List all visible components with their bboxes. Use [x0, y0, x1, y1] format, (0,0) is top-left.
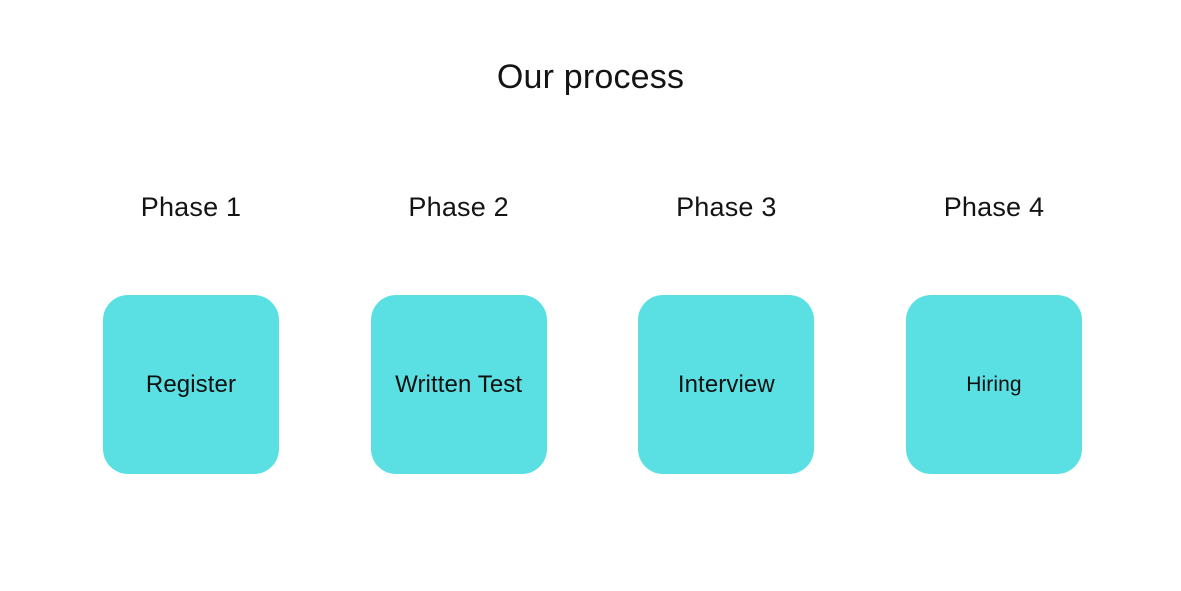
phase-column-3: Phase 3 Interview [638, 190, 815, 474]
phase-column-1: Phase 1 Register [103, 190, 279, 474]
phase-column-4: Phase 4 Hiring [905, 190, 1082, 474]
phase-card-label-1: Register [145, 371, 237, 398]
phase-label-3: Phase 3 [676, 192, 777, 222]
phase-column-2: Phase 2 Written Test [370, 190, 547, 474]
phase-card-label-3: Interview [677, 371, 775, 398]
phase-label-1: Phase 1 [140, 192, 242, 222]
phase-card-label-2: Written Test [395, 371, 523, 398]
phase-track: Phase 1 Register Phase 2 Written Test Ph… [103, 190, 1082, 480]
phase-card-4[interactable]: Hiring [905, 295, 1082, 474]
phase-card-label-4: Hiring [966, 372, 1022, 396]
phase-card-3[interactable]: Interview [638, 295, 815, 474]
phase-label-2: Phase 2 [408, 192, 509, 222]
phase-card-1[interactable]: Register [103, 295, 279, 474]
phase-card-2[interactable]: Written Test [370, 295, 547, 474]
page-title: Our process [496, 58, 685, 96]
phase-label-4: Phase 4 [943, 192, 1045, 222]
